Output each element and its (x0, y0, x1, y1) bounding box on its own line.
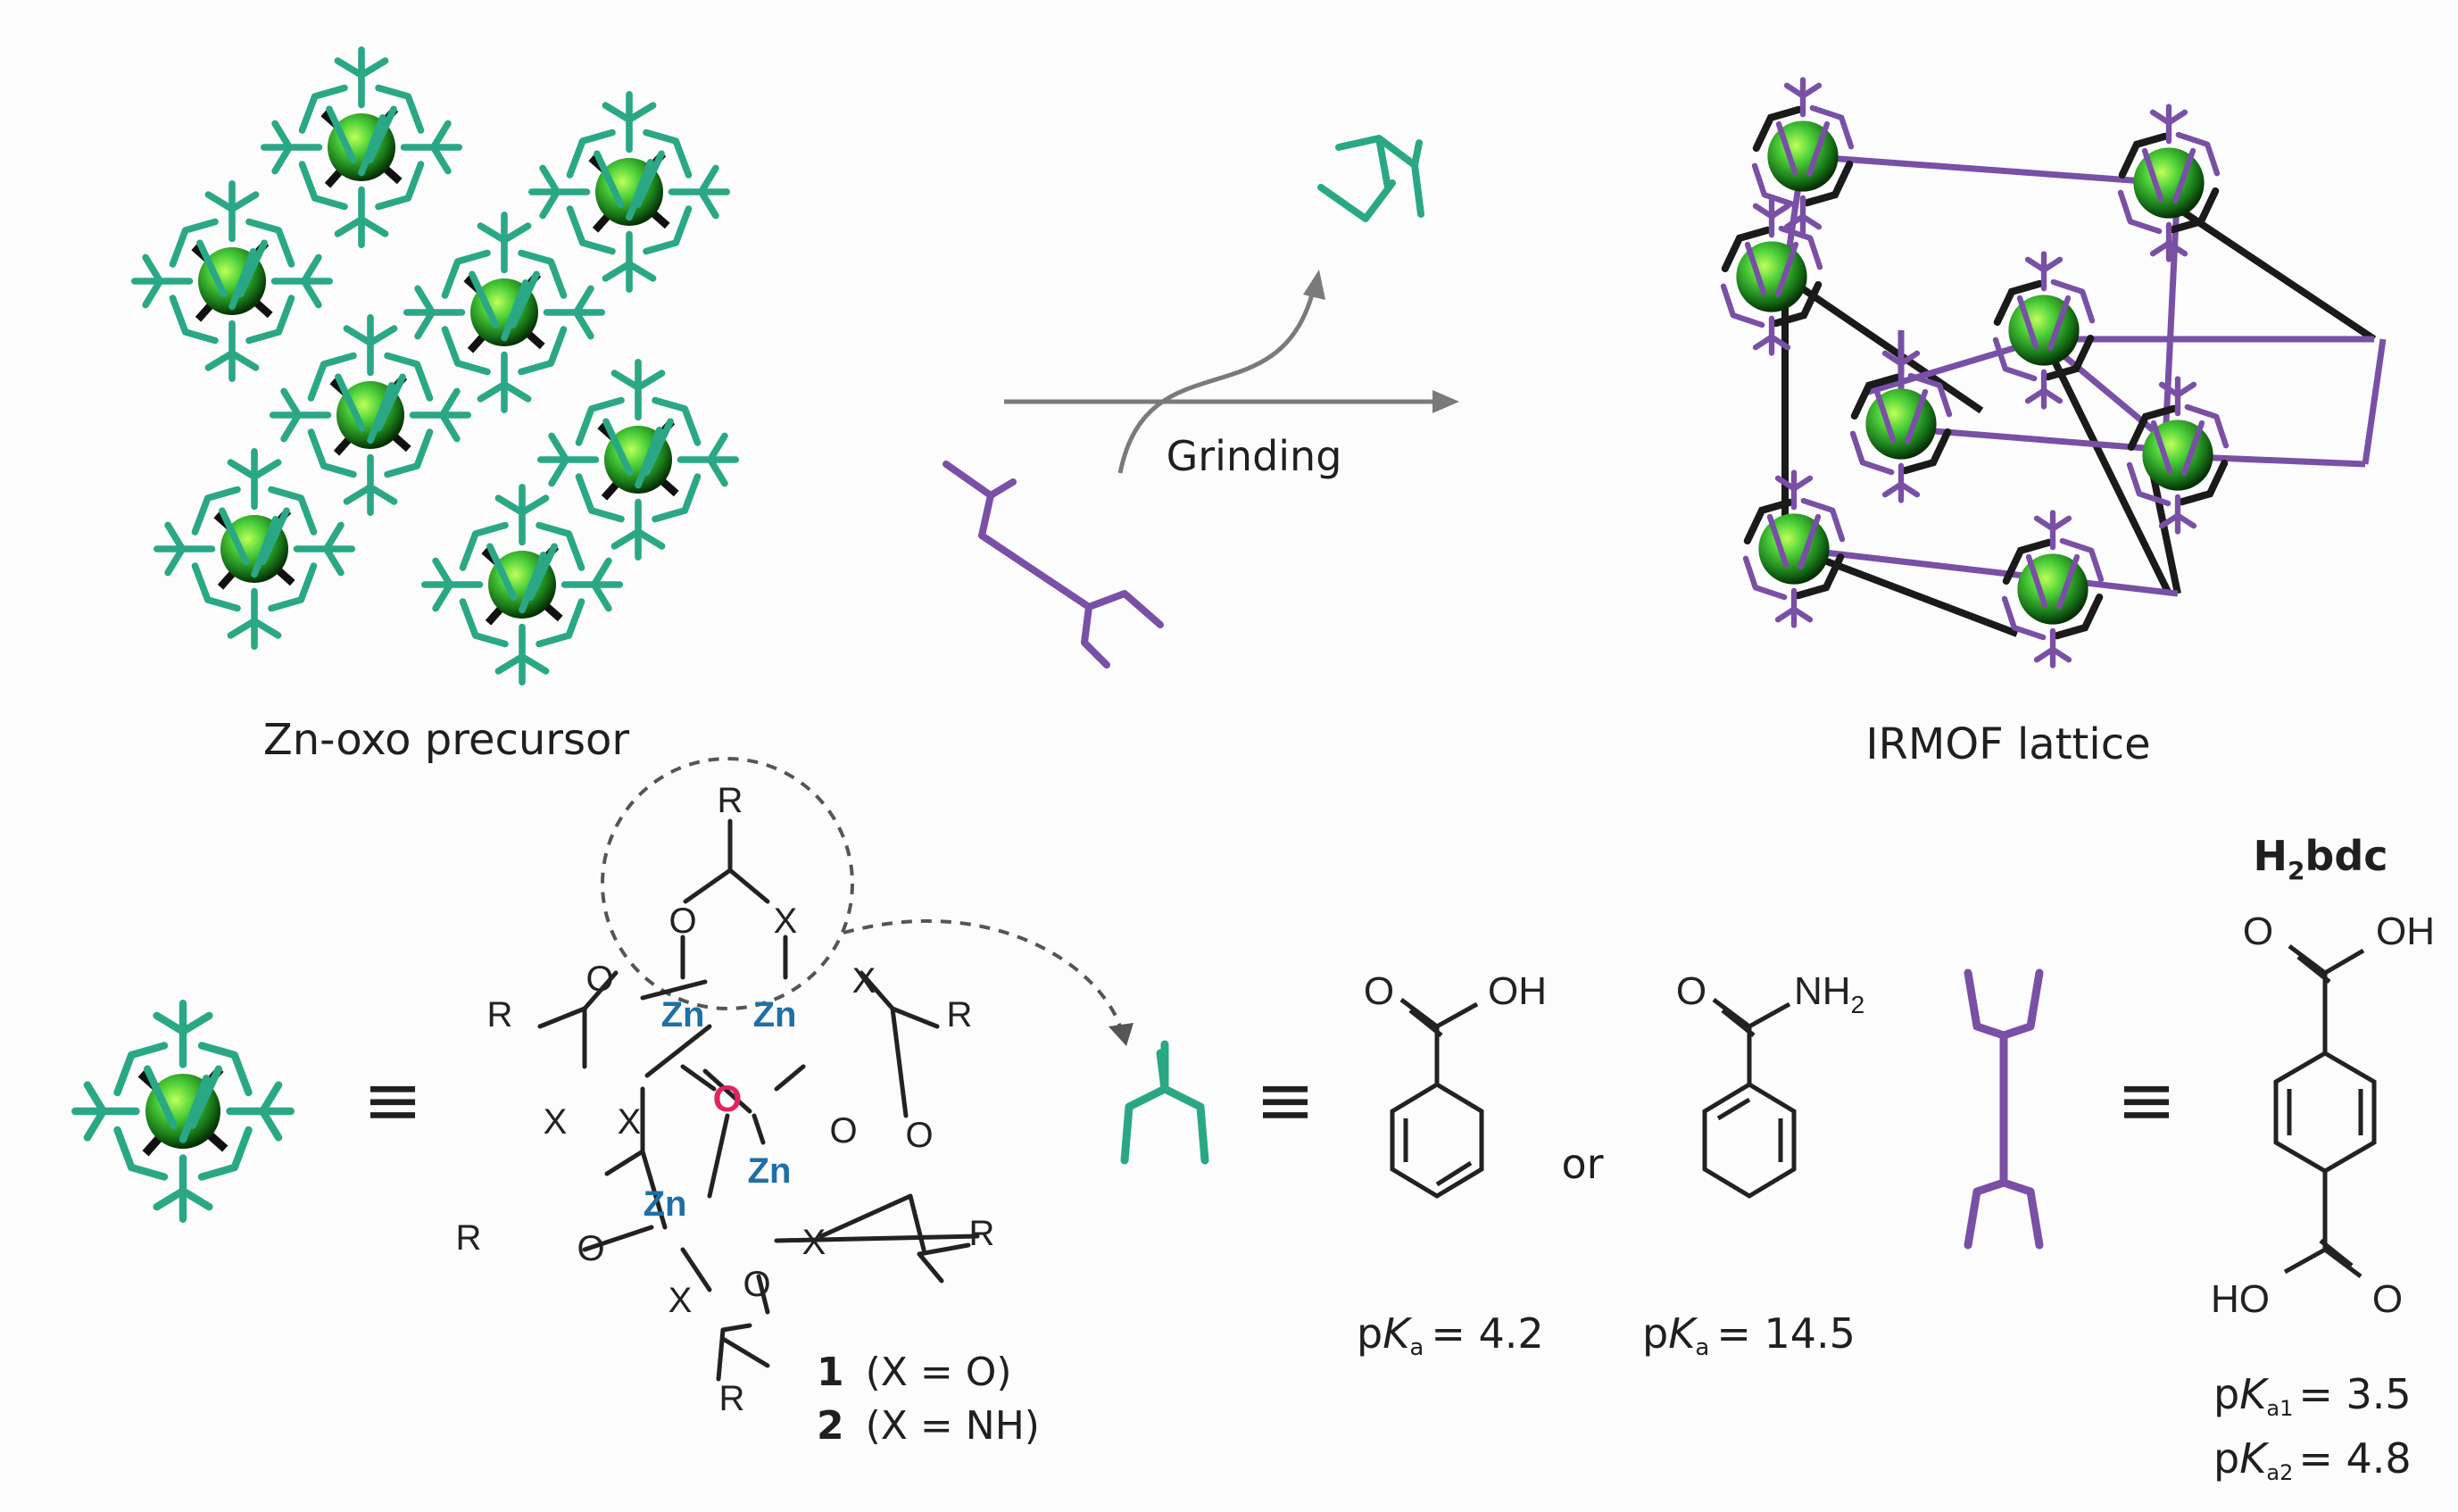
o-mid-right: O (829, 1111, 857, 1151)
o-right: O (905, 1116, 933, 1155)
zn4o-cluster-structure: R O X O X R R Zn Zn O X X O O Zn Zn R O … (456, 759, 1134, 1449)
lattice-node (1746, 473, 1842, 626)
h2bdc-pka2: pKa2= 4.8 (2213, 1434, 2412, 1485)
lattice-node (2130, 379, 2226, 532)
precursor-cluster (407, 215, 602, 411)
lattice-label: IRMOF lattice (1865, 719, 2150, 769)
precursor-cluster (532, 95, 727, 290)
x-top: X (774, 901, 798, 941)
o-bottom-left: O (577, 1229, 604, 1268)
precursor-cluster (541, 362, 736, 558)
h2bdc-o-top: O (2243, 910, 2273, 953)
or-label: or (1561, 1140, 1603, 1188)
released-ligand-icon (1321, 138, 1421, 219)
zn-bottom-right: Zn (748, 1151, 792, 1191)
h2bdc-ho-bottom: HO (2211, 1277, 2270, 1321)
compound-1-label: 1 (X = O) (817, 1350, 1012, 1395)
equivalence-symbol: ≡ (362, 1059, 422, 1142)
equivalence-symbol: ≡ (2116, 1059, 2176, 1142)
compound-2-label: 2 (X = NH) (817, 1403, 1040, 1449)
zn-top-left: Zn (661, 995, 705, 1034)
h2bdc-title: H2bdc (2253, 832, 2387, 885)
r-bottom-right: R (969, 1214, 995, 1253)
zn-top-right: Zn (753, 995, 797, 1034)
precursor-field (135, 50, 736, 683)
irmof-lattice (1723, 80, 2383, 666)
ligand-icon (1125, 1044, 1205, 1160)
r-top: R (718, 781, 743, 820)
linker-icon (1968, 973, 2039, 1245)
precursor-cluster (273, 318, 469, 513)
lattice-node (1996, 254, 2092, 407)
zn-bottom-left: Zn (644, 1184, 687, 1224)
benzoic-acid-structure: O OH pKa= 4.2 (1357, 969, 1547, 1361)
o-center: O (713, 1077, 743, 1119)
x-left: X (544, 1102, 568, 1142)
highlight-arrow (843, 921, 1120, 1026)
o-left-upper: O (585, 960, 613, 999)
x-right-upper: X (852, 961, 876, 1001)
x-mid-left: X (618, 1102, 642, 1142)
h2bdc-oh-top: OH (2376, 910, 2435, 953)
lattice-node (2121, 107, 2217, 260)
precursor-cluster (157, 452, 353, 647)
benzamide-structure: O NH2 pKa= 14.5 (1642, 969, 1864, 1361)
o-bottom: O (743, 1265, 770, 1304)
precursor-cluster (264, 50, 460, 245)
o-top: O (668, 901, 696, 941)
x-bottom: X (668, 1281, 693, 1320)
r-bottom-left: R (456, 1218, 482, 1258)
h2bdc-o-bottom: O (2372, 1277, 2403, 1321)
h2bdc-structure: H2bdc O OH HO O pKa1= 3.5 pKa2= 4.8 (2211, 832, 2435, 1485)
benzamide-pka: pKa= 14.5 (1642, 1309, 1856, 1361)
equivalence-symbol: ≡ (1255, 1059, 1315, 1142)
precursor-cluster (425, 487, 620, 683)
precursor-label: Zn-oxo precursor (263, 715, 630, 765)
benzamide-nh2: NH2 (1794, 969, 1864, 1018)
lattice-node (2005, 513, 2101, 666)
benzoic-o: O (1364, 969, 1394, 1013)
h2bdc-pka1: pKa1= 3.5 (2213, 1370, 2412, 1421)
r-left: R (487, 995, 513, 1034)
incoming-linker-icon (946, 464, 1160, 665)
r-right: R (947, 995, 973, 1034)
precursor-icon (75, 1003, 291, 1219)
precursor-cluster (135, 184, 330, 379)
benzoic-oh: OH (1488, 969, 1547, 1013)
benzoic-pka: pKa= 4.2 (1357, 1309, 1544, 1361)
x-bottom-right: X (802, 1223, 826, 1262)
grinding-label: Grinding (1167, 432, 1342, 480)
benzamide-o: O (1676, 969, 1706, 1013)
r-bottom: R (719, 1379, 745, 1418)
